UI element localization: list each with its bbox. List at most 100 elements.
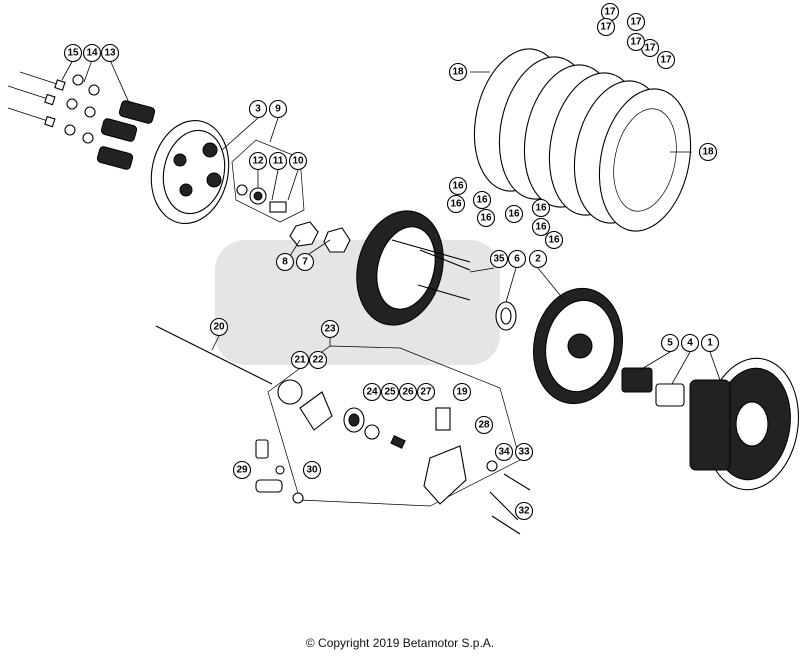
- part-callout: 16: [446, 194, 466, 214]
- bolt-set: [7, 71, 100, 144]
- part-number-label: 34: [498, 447, 510, 458]
- part-callout: 15: [63, 43, 83, 63]
- part-callout: 29: [232, 460, 252, 480]
- part-callout: 23: [320, 319, 340, 339]
- part-callout: 7: [295, 252, 315, 272]
- part-number-label: 18: [702, 147, 714, 158]
- part-callout: 26: [398, 382, 418, 402]
- part-callout: 35: [489, 249, 509, 269]
- part-number-label: 9: [275, 104, 281, 115]
- part-callout: 17: [626, 12, 646, 32]
- part-callout: 19: [452, 382, 472, 402]
- part-callout: 6: [507, 249, 527, 269]
- part-callout: 5: [660, 333, 680, 353]
- part-callout: 28: [474, 415, 494, 435]
- part-callout: 34: [494, 442, 514, 462]
- part-callout: 14: [82, 43, 102, 63]
- part-callout: 21: [290, 350, 310, 370]
- part-number-label: 17: [630, 37, 642, 48]
- part-number-label: 1: [707, 338, 713, 349]
- part-callout: 16: [448, 176, 468, 196]
- part-number-label: 6: [514, 254, 520, 265]
- part-number-label: 5: [667, 338, 673, 349]
- part-number-label: 14: [86, 48, 98, 59]
- part-number-label: 27: [420, 387, 432, 398]
- part-number-label: 17: [604, 7, 616, 18]
- part-number-label: 3: [255, 104, 261, 115]
- pressure-plate: [150, 119, 230, 225]
- part-callout: 4: [680, 333, 700, 353]
- part-number-label: 16: [476, 195, 488, 206]
- part-number-label: 2: [535, 254, 541, 265]
- part-callout: 1: [700, 333, 720, 353]
- part-number-label: 16: [508, 209, 520, 220]
- part-number-label: 17: [644, 43, 656, 54]
- part-callout: 17: [626, 32, 646, 52]
- needle-bearing: [621, 367, 653, 393]
- part-callout: 16: [531, 217, 551, 237]
- part-callout: 32: [514, 501, 534, 521]
- part-number-label: 35: [493, 254, 505, 265]
- part-number-label: 21: [294, 355, 306, 366]
- part-callout: 17: [640, 38, 660, 58]
- part-callout: 33: [514, 442, 534, 462]
- part-callout: 27: [416, 382, 436, 402]
- part-number-label: 10: [292, 156, 304, 167]
- parts-box-9: [231, 139, 305, 223]
- part-callout: 16: [476, 208, 496, 228]
- inner-hub: [356, 210, 471, 326]
- thrust-washer: [495, 301, 517, 331]
- parts-box-23: [267, 345, 521, 507]
- part-callout: 11: [268, 151, 288, 171]
- part-number-label: 17: [660, 55, 672, 66]
- part-callout: 17: [656, 50, 676, 70]
- part-callout: 16: [472, 190, 492, 210]
- part-callout: 8: [275, 252, 295, 272]
- part-number-label: 16: [452, 181, 464, 192]
- part-number-label: 25: [384, 387, 396, 398]
- clutch-plate-stack: [473, 48, 692, 232]
- part-number-label: 16: [548, 235, 560, 246]
- clutch-springs: [96, 100, 156, 170]
- part-number-label: 19: [456, 387, 468, 398]
- part-callout: 10: [288, 151, 308, 171]
- part-number-label: 20: [213, 322, 225, 333]
- part-number-label: 18: [452, 67, 464, 78]
- part-number-label: 24: [366, 387, 378, 398]
- part-callout: 3: [248, 99, 268, 119]
- part-number-label: 16: [480, 213, 492, 224]
- part-number-label: 22: [312, 355, 324, 366]
- part-callout: 24: [362, 382, 382, 402]
- part-number-label: 12: [252, 156, 264, 167]
- part-callout: 30: [302, 460, 322, 480]
- part-number-label: 30: [306, 465, 318, 476]
- part-number-label: 4: [687, 338, 693, 349]
- leader-lines: [61, 59, 721, 385]
- part-number-label: 13: [104, 48, 116, 59]
- part-number-label: 7: [302, 257, 308, 268]
- part-callout: 17: [600, 2, 620, 22]
- part-callout: 16: [531, 198, 551, 218]
- part-callout: 13: [100, 43, 120, 63]
- bushing: [655, 383, 685, 407]
- part-number-label: 23: [324, 324, 336, 335]
- part-number-label: 32: [518, 506, 530, 517]
- part-number-label: 16: [450, 199, 462, 210]
- part-number-label: 33: [518, 447, 530, 458]
- part-callout: 16: [544, 230, 564, 250]
- part-number-label: 16: [535, 222, 547, 233]
- part-callout: 18: [448, 62, 468, 82]
- copyright-notice: © Copyright 2019 Betamotor S.p.A.: [305, 636, 495, 650]
- fittings: [255, 439, 531, 535]
- part-number-label: 28: [478, 420, 490, 431]
- part-callout: 16: [504, 204, 524, 224]
- nut-washer: [289, 221, 351, 253]
- part-callout: 2: [528, 249, 548, 269]
- part-callout: 12: [248, 151, 268, 171]
- push-rod: [155, 325, 273, 385]
- clutch-basket: [533, 287, 623, 405]
- part-number-label: 26: [402, 387, 414, 398]
- part-callout: 20: [209, 317, 229, 337]
